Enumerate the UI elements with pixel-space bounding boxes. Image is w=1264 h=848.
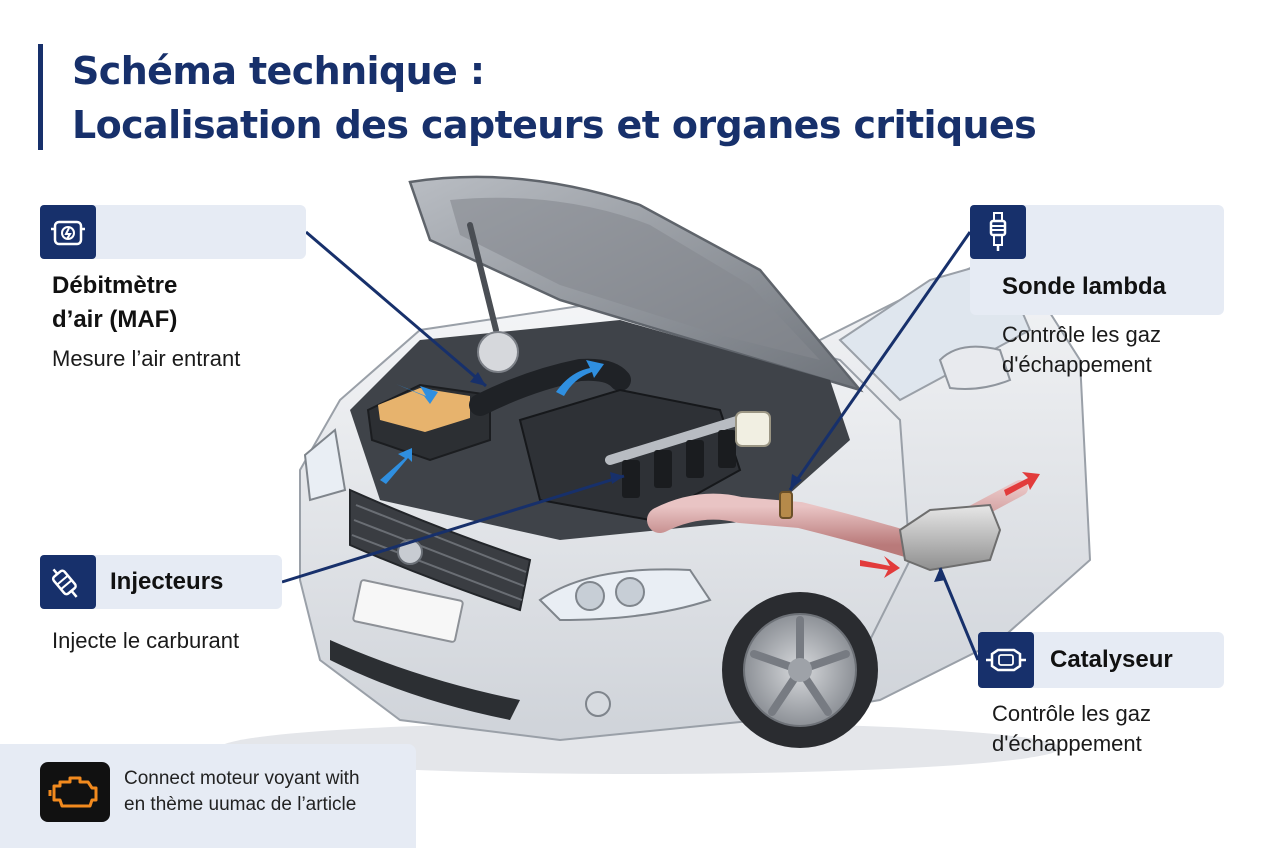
brand-emblem: [397, 539, 423, 565]
headlight-lens-1: [575, 581, 605, 611]
license-plate: [352, 579, 464, 643]
exhaust-manifold: [647, 493, 923, 558]
hood-inner-panel: [450, 197, 820, 360]
arrowhead-lambda: [790, 474, 802, 490]
callout-arrowheads: [470, 372, 946, 582]
lambda-description-line-1: Contrôle les gaz: [1002, 322, 1161, 347]
check-engine-icon: [48, 776, 98, 808]
warning-text: Connect moteur voyant with en thème uuma…: [124, 766, 360, 818]
injecteurs-description: Injecte le carburant: [52, 628, 240, 653]
lambda-sensor: [779, 491, 793, 519]
callout-line-catalyseur: [938, 567, 980, 661]
exhaust-arrows: [860, 472, 1040, 578]
injector-coil-2: [654, 450, 672, 488]
injector-coils: [622, 430, 736, 498]
warning-text-line-2: en thème uumac de l’article: [124, 794, 357, 815]
maf-title-line-1: Débitmètre: [52, 272, 178, 299]
grille-slats: [351, 504, 527, 601]
catalyseur-description-line-1: Contrôle les gaz: [992, 701, 1151, 726]
lambda-title: Sonde lambda: [1002, 273, 1167, 300]
headlight-left: [303, 428, 347, 502]
lambda-icon-tile: [970, 205, 1026, 259]
maf-icon-tile: [40, 205, 96, 259]
callout-line-injecteurs: [281, 474, 625, 584]
callout-line-lambda: [788, 231, 972, 491]
air-arrow-1: [396, 384, 438, 404]
air-filter-element: [378, 388, 470, 432]
warning-icon-tile: [40, 762, 110, 822]
spark-plug-icon: [989, 212, 1007, 251]
injector-coil-3: [686, 440, 704, 478]
exhaust-arrow-1: [860, 556, 900, 578]
coolant-reservoir: [735, 411, 771, 447]
air-arrow-3: [556, 360, 604, 396]
injecteurs-icon-tile: [40, 555, 96, 609]
exhaust-arrow-2: [1004, 472, 1040, 496]
fog-light: [585, 691, 611, 717]
title-accent-bar: [38, 44, 43, 150]
headlight-lens-2: [615, 577, 645, 607]
lower-intake: [330, 640, 520, 720]
maf-title-line-2: d’air (MAF): [52, 306, 178, 333]
catalyseur-description-line-2: d'échappement: [992, 731, 1142, 756]
injector-icon: [51, 568, 78, 598]
callout-lines: [281, 230, 980, 661]
title-line-1: Schéma technique :: [72, 49, 485, 93]
intake-hose: [469, 358, 631, 416]
catalytic-converter-icon: [986, 648, 1026, 672]
sensor-icon: [51, 220, 85, 246]
hood-strut: [467, 222, 499, 333]
arrowhead-catalyseur: [934, 568, 946, 582]
arrowhead-maf: [470, 372, 486, 386]
fuel-rail: [605, 415, 745, 465]
air-arrow-2: [380, 448, 412, 484]
side-mirror: [938, 345, 1012, 390]
injector-coil-1: [622, 460, 640, 498]
wheel-hub: [788, 658, 812, 682]
maf-description: Mesure l’air entrant: [52, 346, 241, 371]
injecteurs-title: Injecteurs: [110, 568, 224, 595]
catalytic-converter: [898, 503, 1002, 572]
strut-tower-cap: [477, 331, 519, 373]
injector-coil-4: [718, 430, 736, 468]
airflow-arrows: [380, 360, 604, 484]
title-line-2: Localisation des capteurs et organes cri…: [72, 103, 1037, 147]
callout-line-maf: [305, 230, 487, 388]
page-title: Schéma technique : Localisation des capt…: [72, 44, 1222, 152]
lambda-description-line-2: d'échappement: [1002, 352, 1152, 377]
arrowhead-injecteurs: [610, 472, 624, 484]
ground-shadow: [220, 722, 1060, 774]
catalyseur-title: Catalyseur: [1050, 646, 1173, 673]
catalyseur-icon-tile: [978, 632, 1034, 688]
warning-text-line-1: Connect moteur voyant with: [124, 768, 360, 789]
